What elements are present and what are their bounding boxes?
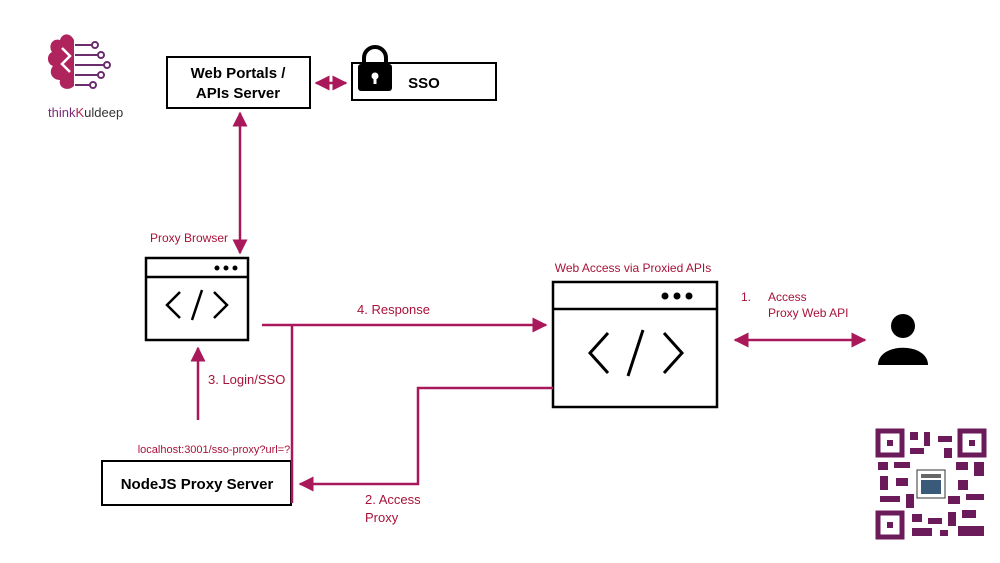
web-portals-box [166,56,311,109]
nodejs-proxy-box [101,460,292,506]
code-window-icon [165,289,229,321]
web-access-caption: Web Access via Proxied APIs [555,261,712,275]
response-label: 4. Response [357,302,430,317]
sso-label: SSO [408,75,440,92]
proxy-browser-caption: Proxy Browser [150,231,228,245]
login-sso-label: 3. Login/SSO [208,372,285,387]
code-window-icon [587,329,685,377]
access-proxy-label-line1: 2. Access [365,492,421,507]
web-access-window [551,280,719,409]
user-icon [878,314,928,365]
nodejs-proxy-label: NodeJS Proxy Server [121,476,274,493]
web-portals-label-line1: Web Portals / [191,65,287,82]
step1-label-line2: Proxy Web API [768,306,848,320]
access-proxy-label-line2: Proxy [365,510,399,525]
brain-circuit-icon [47,34,111,89]
proxy-browser-window [144,256,250,342]
nodejs-proxy-url: localhost:3001/sso-proxy?url=? [138,444,291,456]
access-proxy-arrow [298,386,553,492]
qr-code-icon [875,428,987,540]
logo-text: thinkKuldeep [48,105,123,120]
lock-icon [358,45,392,91]
step1-label-line1: Access [768,290,807,304]
step1-number: 1. [741,290,751,304]
web-portals-label-line2: APIs Server [196,85,280,102]
